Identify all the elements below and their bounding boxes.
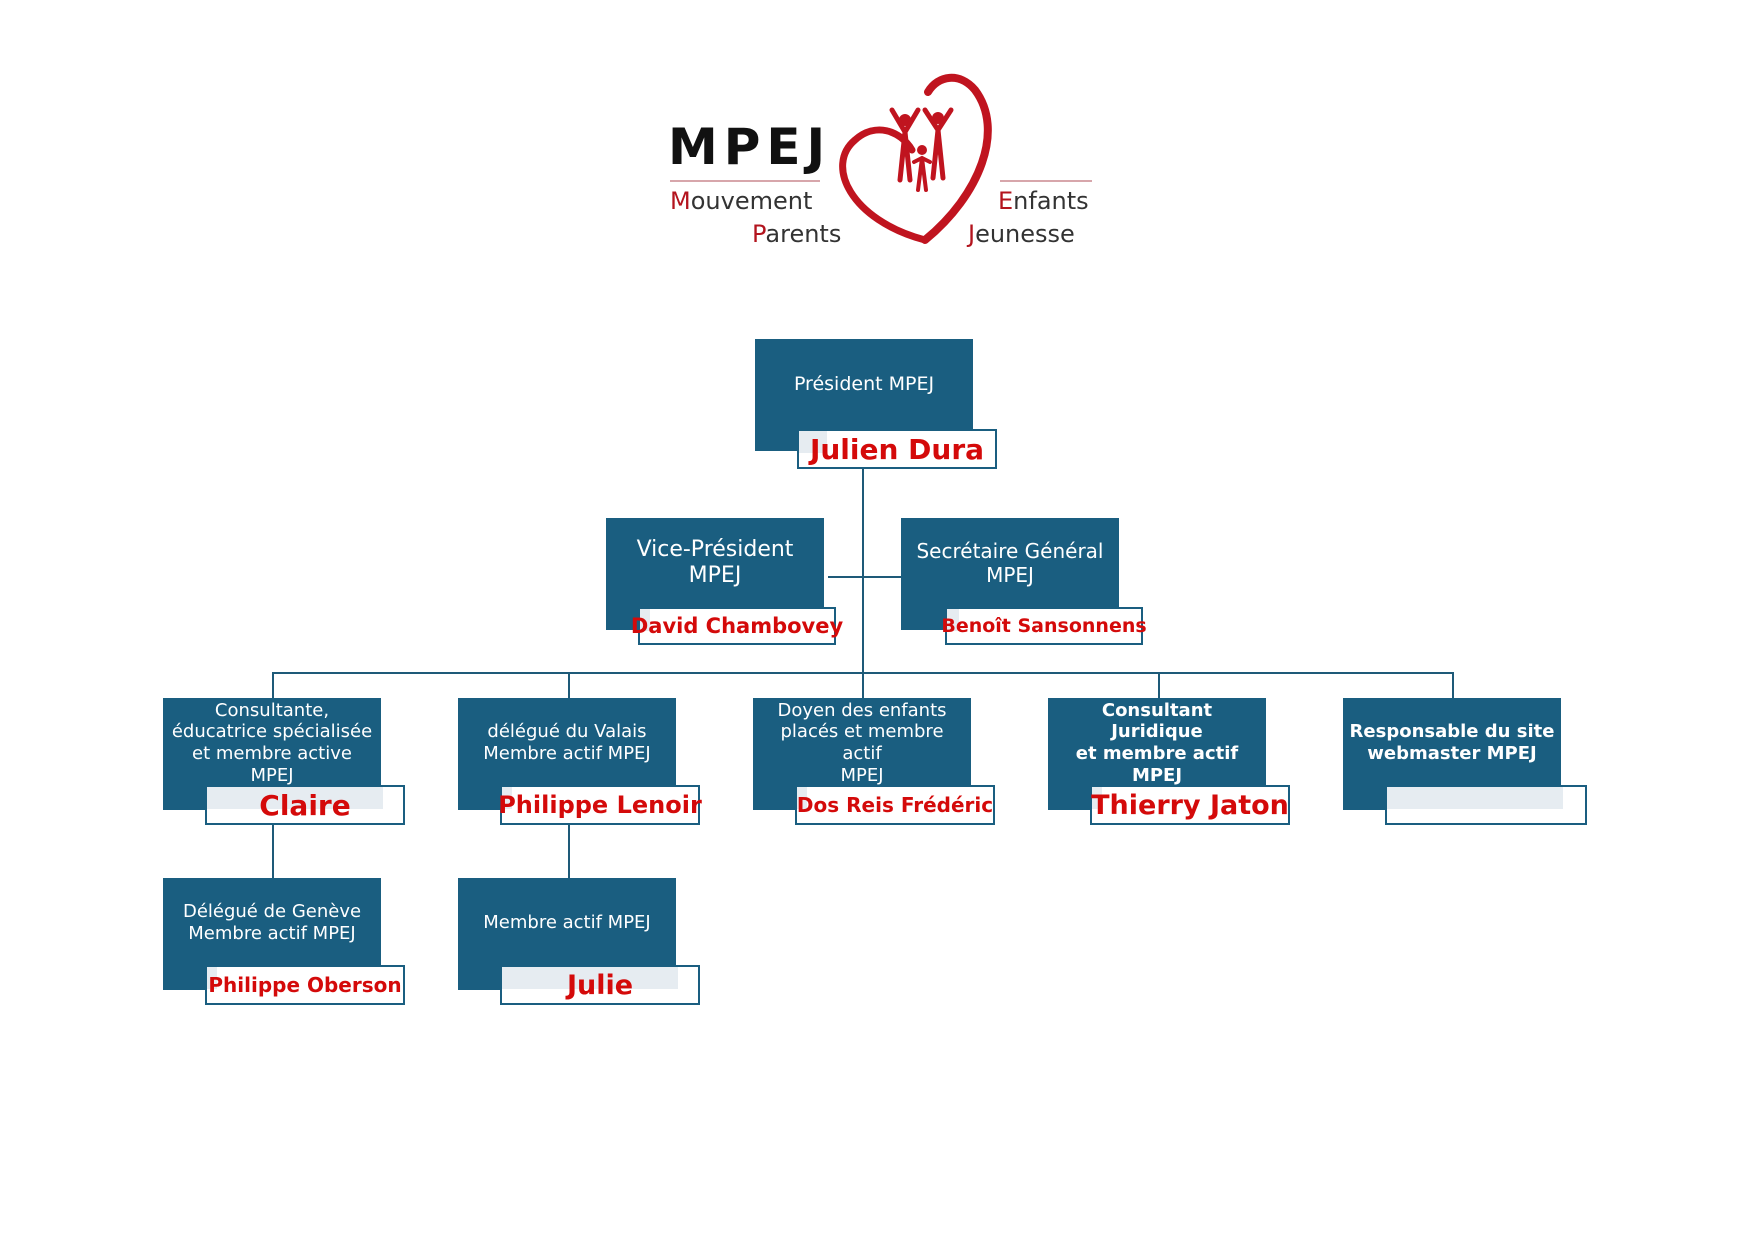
- logo-word-parents: Parents: [752, 220, 842, 248]
- heart-family-icon: [839, 73, 992, 244]
- person-name: Julien Dura: [809, 432, 985, 466]
- name-box-member: Dos Reis Frédéric: [795, 785, 995, 825]
- name-box-sub-member: Julie: [500, 965, 700, 1005]
- logo-title: MPEJ: [668, 118, 832, 176]
- person-name: Dos Reis Frédéric: [796, 793, 994, 817]
- name-box-president: Julien Dura: [797, 429, 997, 469]
- connector-sub: [568, 824, 570, 880]
- role-label: Secrétaire Général MPEJ: [916, 539, 1104, 587]
- person-name: Philippe Lenoir: [498, 791, 702, 819]
- logo-divider: [670, 180, 820, 182]
- logo-word-enfants: Enfants: [998, 187, 1089, 215]
- person-name: Thierry Jaton: [1091, 789, 1289, 821]
- role-label: Doyen des enfants placés et membre actif…: [777, 699, 947, 786]
- name-box-vice-president: David Chambovey: [631, 607, 843, 645]
- logo-word-mouvement: Mouvement: [670, 187, 813, 215]
- role-label: Vice-Président MPEJ: [636, 536, 794, 588]
- person-name: Julie: [566, 969, 634, 1001]
- person-name: David Chambovey: [630, 614, 844, 638]
- role-label: Membre actif MPEJ: [483, 912, 651, 934]
- logo-word-jeunesse: Jeunesse: [968, 220, 1075, 248]
- connector-drop: [1158, 672, 1160, 700]
- connector-sub: [272, 824, 274, 880]
- name-box-member: Philippe Lenoir: [498, 785, 702, 825]
- connector-officers: [828, 576, 902, 578]
- role-label: Président MPEJ: [793, 372, 935, 395]
- role-label: Responsable du site webmaster MPEJ: [1349, 721, 1555, 764]
- role-label: délégué du Valais Membre actif MPEJ: [483, 721, 651, 764]
- person-name: Benoît Sansonnens: [941, 615, 1147, 637]
- connector-drop: [862, 672, 864, 700]
- connector-drop: [272, 672, 274, 700]
- connector-drop: [1452, 672, 1454, 700]
- role-label: Consultant Juridique et membre actif MPE…: [1075, 699, 1239, 786]
- name-box-member: Claire: [205, 785, 405, 825]
- connector-trunk: [862, 468, 864, 676]
- role-label: Délégué de Genève Membre actif MPEJ: [182, 901, 362, 944]
- name-box-secretary: Benoît Sansonnens: [941, 607, 1147, 645]
- name-box-member: [1385, 785, 1587, 825]
- role-label: Consultante, éducatrice spécialisée et m…: [171, 699, 373, 786]
- connector-drop: [568, 672, 570, 700]
- person-name: Philippe Oberson: [208, 973, 402, 997]
- person-name: Claire: [259, 788, 351, 822]
- name-box-member: Thierry Jaton: [1090, 785, 1290, 825]
- name-box-sub-member: Philippe Oberson: [205, 965, 405, 1005]
- logo-divider: [1000, 180, 1092, 182]
